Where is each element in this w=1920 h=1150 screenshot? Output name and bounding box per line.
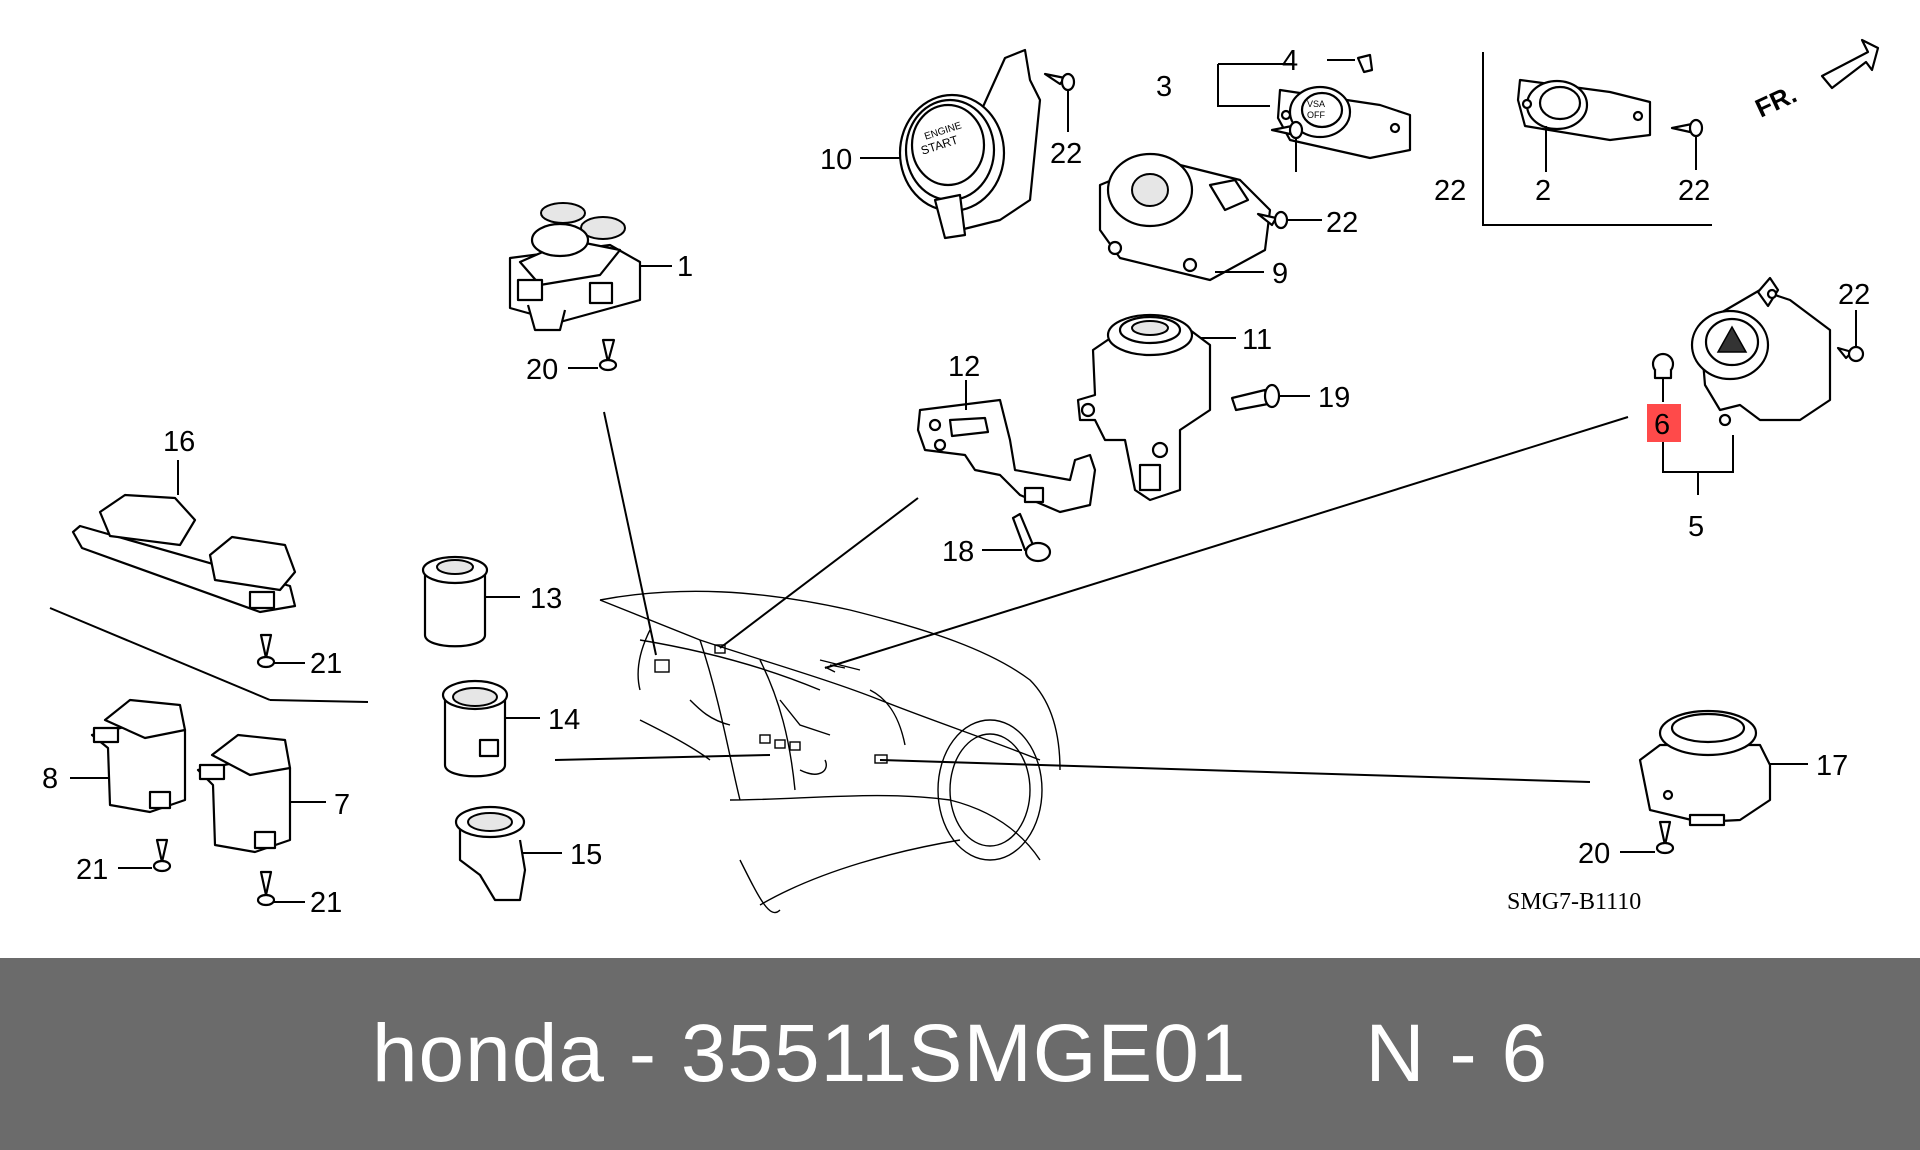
label-part-22-b: 22 (1434, 175, 1466, 207)
screw-22-a (1043, 72, 1076, 132)
leader-lines (49, 411, 1629, 783)
part-1-switch (508, 202, 672, 332)
part-15-ring (454, 805, 562, 902)
screw-21-c (256, 870, 305, 907)
screw-21-a (256, 633, 305, 669)
label-part-4: 4 (1282, 45, 1298, 77)
label-part-19: 19 (1318, 382, 1350, 414)
parts-diagram: ENGINE START VSA OFF (42, 38, 1880, 919)
screw-20-b (1620, 820, 1675, 855)
label-part-22-a: 22 (1050, 138, 1082, 170)
label-part-21-b: 21 (76, 854, 108, 886)
label-part-13: 13 (530, 583, 562, 615)
label-part-22-c: 22 (1678, 175, 1710, 207)
label-part-22-e: 22 (1838, 279, 1870, 311)
front-direction-arrow: FR. (1751, 38, 1880, 124)
part-2-inset (1482, 52, 1712, 226)
label-part-12: 12 (948, 351, 980, 383)
label-part-14: 14 (548, 704, 580, 736)
screw-22-b (1270, 120, 1304, 172)
screw-20-a (568, 338, 618, 372)
label-part-2: 2 (1535, 175, 1551, 207)
bolt-18 (982, 512, 1052, 563)
label-part-20-b: 20 (1578, 838, 1610, 870)
screw-22-d (1256, 210, 1322, 230)
part-6-bulb (1651, 352, 1675, 402)
label-part-18: 18 (942, 536, 974, 568)
screw-22-e (1836, 310, 1865, 363)
diagram-code: SMG7-B1110 (1507, 889, 1641, 915)
label-part-7: 7 (334, 789, 350, 821)
footer-part-info: honda - 35511SMGE01 N - 6 (371, 1008, 1549, 1099)
car-outline (599, 590, 1061, 914)
label-part-3: 3 (1156, 71, 1172, 103)
footer-banner: honda - 35511SMGE01 N - 6 (0, 958, 1920, 1150)
label-part-21-c: 21 (310, 887, 342, 919)
part-8-switch (70, 698, 187, 814)
screw-21-b (118, 838, 172, 873)
label-part-10: 10 (820, 144, 852, 176)
part-16-switch-panel (71, 460, 297, 614)
front-direction-label: FR. (1751, 79, 1802, 124)
label-part-9: 9 (1272, 258, 1288, 290)
screw-22-c (1670, 118, 1704, 170)
label-part-16: 16 (163, 426, 195, 458)
highlight-part-6 (1647, 404, 1681, 442)
vsa-text-1: VSA (1307, 99, 1325, 109)
part-7-switch (196, 733, 326, 854)
part-13-cap (421, 555, 520, 648)
part-11-ignition-switch (1076, 313, 1236, 502)
label-part-5: 5 (1688, 511, 1704, 543)
bolt-19 (1230, 383, 1310, 412)
label-part-8: 8 (42, 763, 58, 795)
part-3-vsa-switch: VSA OFF (1217, 53, 1412, 160)
label-part-22-d: 22 (1326, 207, 1358, 239)
part-5-hazard-switch (1662, 276, 1832, 495)
label-part-1: 1 (677, 251, 693, 283)
part-labels: 1 2 3 4 5 6 7 8 9 10 11 12 13 14 15 16 1… (42, 45, 1870, 919)
label-part-6: 6 (1654, 409, 1670, 441)
label-part-17: 17 (1816, 750, 1848, 782)
part-10-engine-start-switch: ENGINE START (860, 48, 1042, 240)
part-12-bracket (916, 380, 1097, 514)
part-17-switch (1638, 709, 1808, 827)
label-part-20-a: 20 (526, 354, 558, 386)
vsa-text-2: OFF (1307, 110, 1325, 120)
part-9-rotary-switch (1098, 152, 1272, 282)
label-part-11: 11 (1242, 324, 1272, 356)
label-part-15: 15 (570, 839, 602, 871)
part-14-socket (441, 679, 540, 778)
label-part-21-a: 21 (310, 648, 342, 680)
